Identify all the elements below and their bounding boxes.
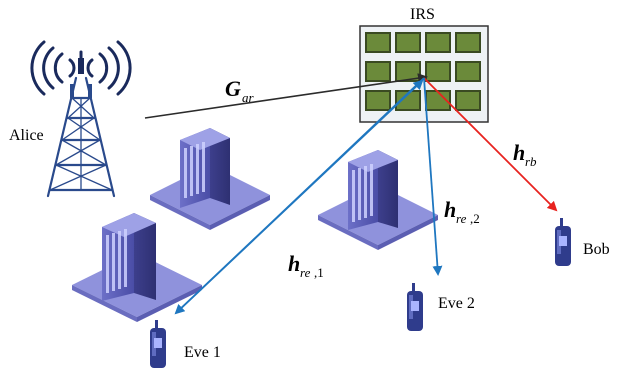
channel-eve1-to-irs [175,79,424,314]
building-icon [318,150,438,250]
irs-element [455,32,481,53]
svg-text:,1: ,1 [314,265,324,280]
label-h-re1: h re ,1 [288,251,324,280]
eve2-label: Eve 2 [438,295,475,312]
irs-element [455,61,481,82]
eve1-label: Eve 1 [184,344,221,361]
irs-element [395,32,421,53]
cell-tower-icon [30,40,132,198]
mobile-phone-icon [150,320,166,368]
svg-text:h: h [513,140,525,165]
svg-text:ar: ar [242,90,255,105]
irs-element [395,61,421,82]
irs-label: IRS [410,6,435,23]
channel-alice-to-irs [144,73,428,119]
bob-label: Bob [583,241,610,258]
irs-element [365,32,391,53]
label-h-rb: h rb [513,140,537,169]
irs-element [365,90,391,111]
label-h-re2: h re ,2 [444,197,480,226]
mobile-phone-icon [407,283,423,331]
svg-text:re: re [456,211,467,226]
irs-element [425,61,451,82]
channel-irs-to-eve2 [423,77,443,276]
svg-text:rb: rb [525,154,537,169]
irs-element [425,32,451,53]
channel-irs-to-bob [423,77,558,212]
svg-text:G: G [225,76,241,101]
irs-element [455,90,481,111]
svg-text:h: h [288,251,300,276]
building-icon [150,128,270,230]
irs-element-grid [365,32,481,111]
label-g-ar: G ar [225,76,255,105]
irs-element [395,90,421,111]
irs-element [365,61,391,82]
irs-panel [359,25,489,123]
svg-text:re: re [300,265,311,280]
building-icon [72,213,202,322]
mobile-phone-icon [555,218,571,266]
svg-text:,2: ,2 [470,211,480,226]
alice-label: Alice [9,127,44,144]
svg-text:h: h [444,197,456,222]
